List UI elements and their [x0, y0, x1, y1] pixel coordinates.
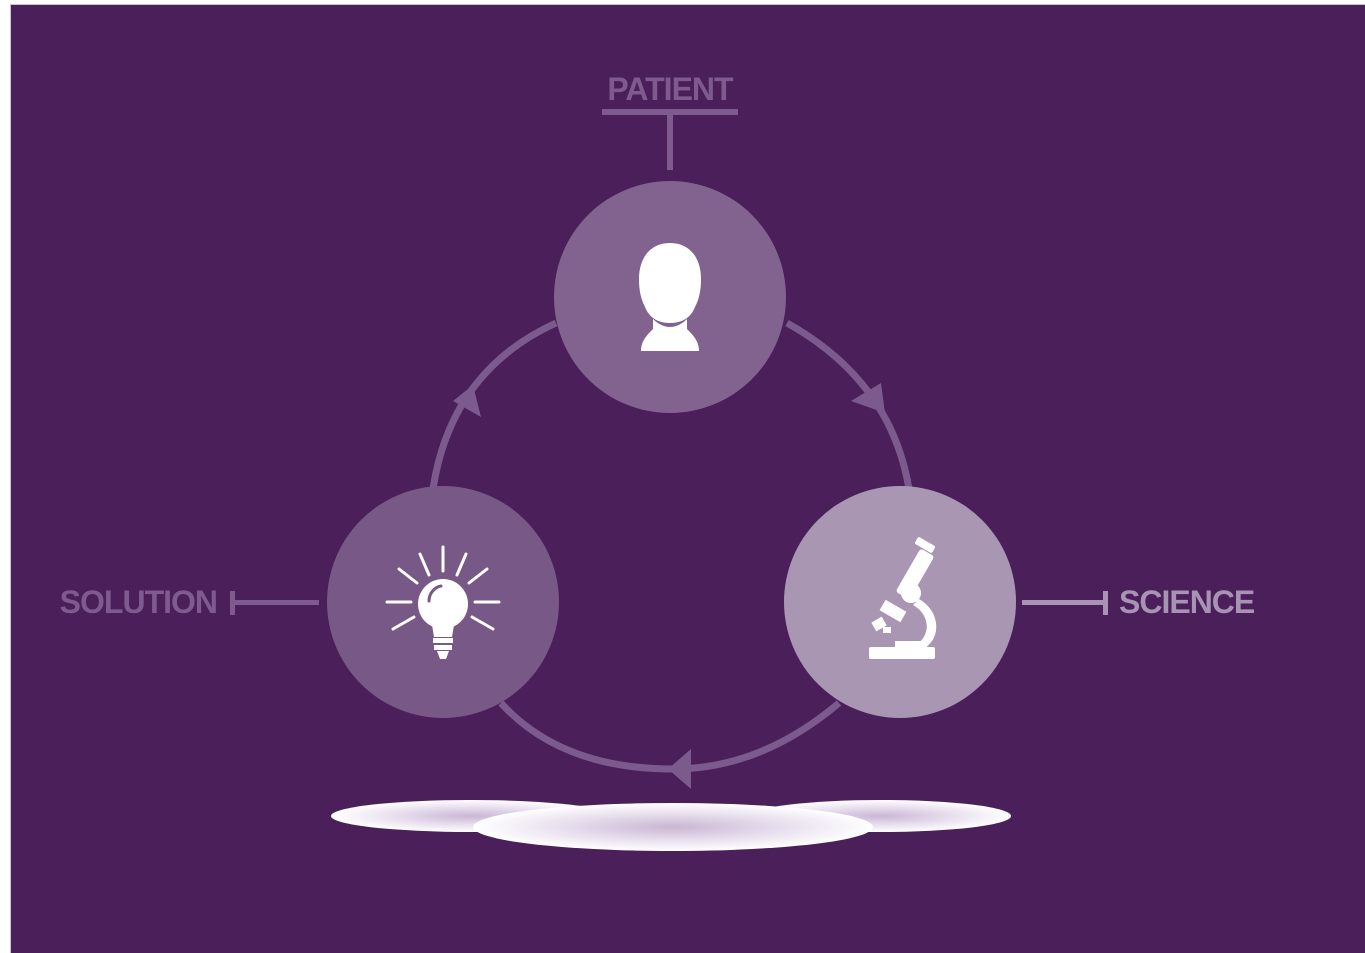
arrow-head-left — [453, 385, 481, 417]
science-label: SCIENCE — [1119, 584, 1255, 620]
person-head-icon — [639, 243, 701, 351]
solution-node — [327, 486, 559, 718]
lightbulb-icon — [385, 545, 501, 659]
arc-science-to-solution — [498, 700, 842, 773]
solution-label-group: SOLUTION — [60, 584, 319, 620]
solution-label: SOLUTION — [60, 584, 217, 620]
arc-solution-to-patient — [429, 319, 558, 490]
cycle-diagram: PATIENT SOLUTION SCIENCE — [60, 71, 1256, 851]
microscope-icon — [869, 537, 937, 659]
science-node — [784, 486, 1016, 718]
floor-shadow — [331, 800, 1011, 851]
patient-node — [554, 181, 786, 413]
diagram-panel: PATIENT SOLUTION SCIENCE — [10, 4, 1365, 953]
arrow-head-right — [851, 383, 885, 413]
patient-label: PATIENT — [607, 71, 734, 107]
science-label-group: SCIENCE — [1022, 584, 1256, 620]
arrow-head-bottom — [668, 749, 691, 789]
patient-label-group: PATIENT — [602, 71, 738, 170]
arc-patient-to-science — [785, 319, 913, 490]
